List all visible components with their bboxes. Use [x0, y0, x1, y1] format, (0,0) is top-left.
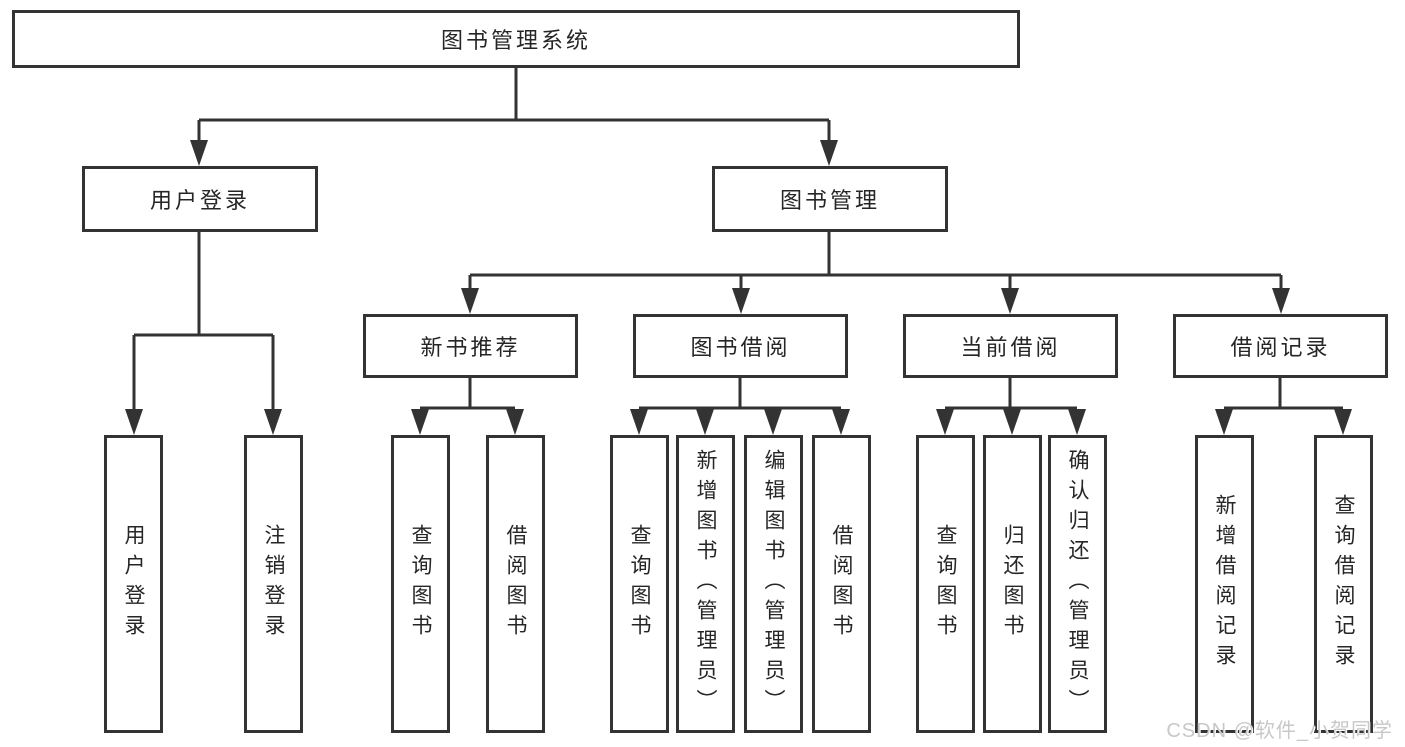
leaf-cb-return-books: 归还图书	[983, 435, 1042, 733]
node-new-book-recommend: 新书推荐	[363, 314, 578, 378]
node-label: 归还图书	[1001, 524, 1024, 644]
node-label: 查询图书	[934, 524, 957, 644]
node-label: 图书管理系统	[440, 28, 591, 53]
node-label: 借阅图书	[830, 524, 853, 644]
node-label: 图书管理	[779, 188, 880, 213]
node-label: 借阅记录	[1230, 335, 1331, 360]
node-label: 确认归还（管理员）	[1066, 449, 1089, 719]
arrowheads	[125, 140, 1352, 435]
leaf-bb-edit-books-admin: 编辑图书（管理员）	[744, 435, 803, 733]
leaf-br-add-borrow-record: 新增借阅记录	[1195, 435, 1254, 733]
node-label: 新书推荐	[420, 335, 521, 360]
leaf-cb-query-books: 查询图书	[916, 435, 975, 733]
leaf-logout-login: 注销登录	[244, 435, 303, 733]
node-root: 图书管理系统	[12, 10, 1020, 68]
leaf-bb-add-books-admin: 新增图书（管理员）	[676, 435, 735, 733]
leaf-nbr-borrow-books: 借阅图书	[486, 435, 545, 733]
node-label: 编辑图书（管理员）	[762, 449, 785, 719]
node-label: 注销登录	[262, 524, 285, 644]
node-label: 用户登录	[149, 188, 250, 213]
node-user-login: 用户登录	[82, 166, 318, 232]
node-label: 当前借阅	[960, 335, 1061, 360]
node-borrowing-records: 借阅记录	[1173, 314, 1388, 378]
leaf-nbr-query-books: 查询图书	[391, 435, 450, 733]
watermark-text: CSDN @软件_小贺同学	[1166, 720, 1393, 742]
leaf-br-query-borrow-record: 查询借阅记录	[1314, 435, 1373, 733]
node-label: 查询借阅记录	[1332, 494, 1355, 674]
node-label: 新增图书（管理员）	[694, 449, 717, 719]
node-book-management: 图书管理	[712, 166, 948, 232]
node-label: 借阅图书	[504, 524, 527, 644]
node-label: 图书借阅	[690, 335, 791, 360]
leaf-bb-query-books: 查询图书	[610, 435, 669, 733]
node-label: 查询图书	[628, 524, 651, 644]
node-current-borrowing: 当前借阅	[903, 314, 1118, 378]
node-label: 查询图书	[409, 524, 432, 644]
node-label: 用户登录	[122, 524, 145, 644]
node-label: 新增借阅记录	[1213, 494, 1236, 674]
leaf-cb-confirm-return-admin: 确认归还（管理员）	[1048, 435, 1107, 733]
leaf-user-login: 用户登录	[104, 435, 163, 733]
leaf-bb-borrow-books: 借阅图书	[812, 435, 871, 733]
node-book-borrowing: 图书借阅	[633, 314, 848, 378]
